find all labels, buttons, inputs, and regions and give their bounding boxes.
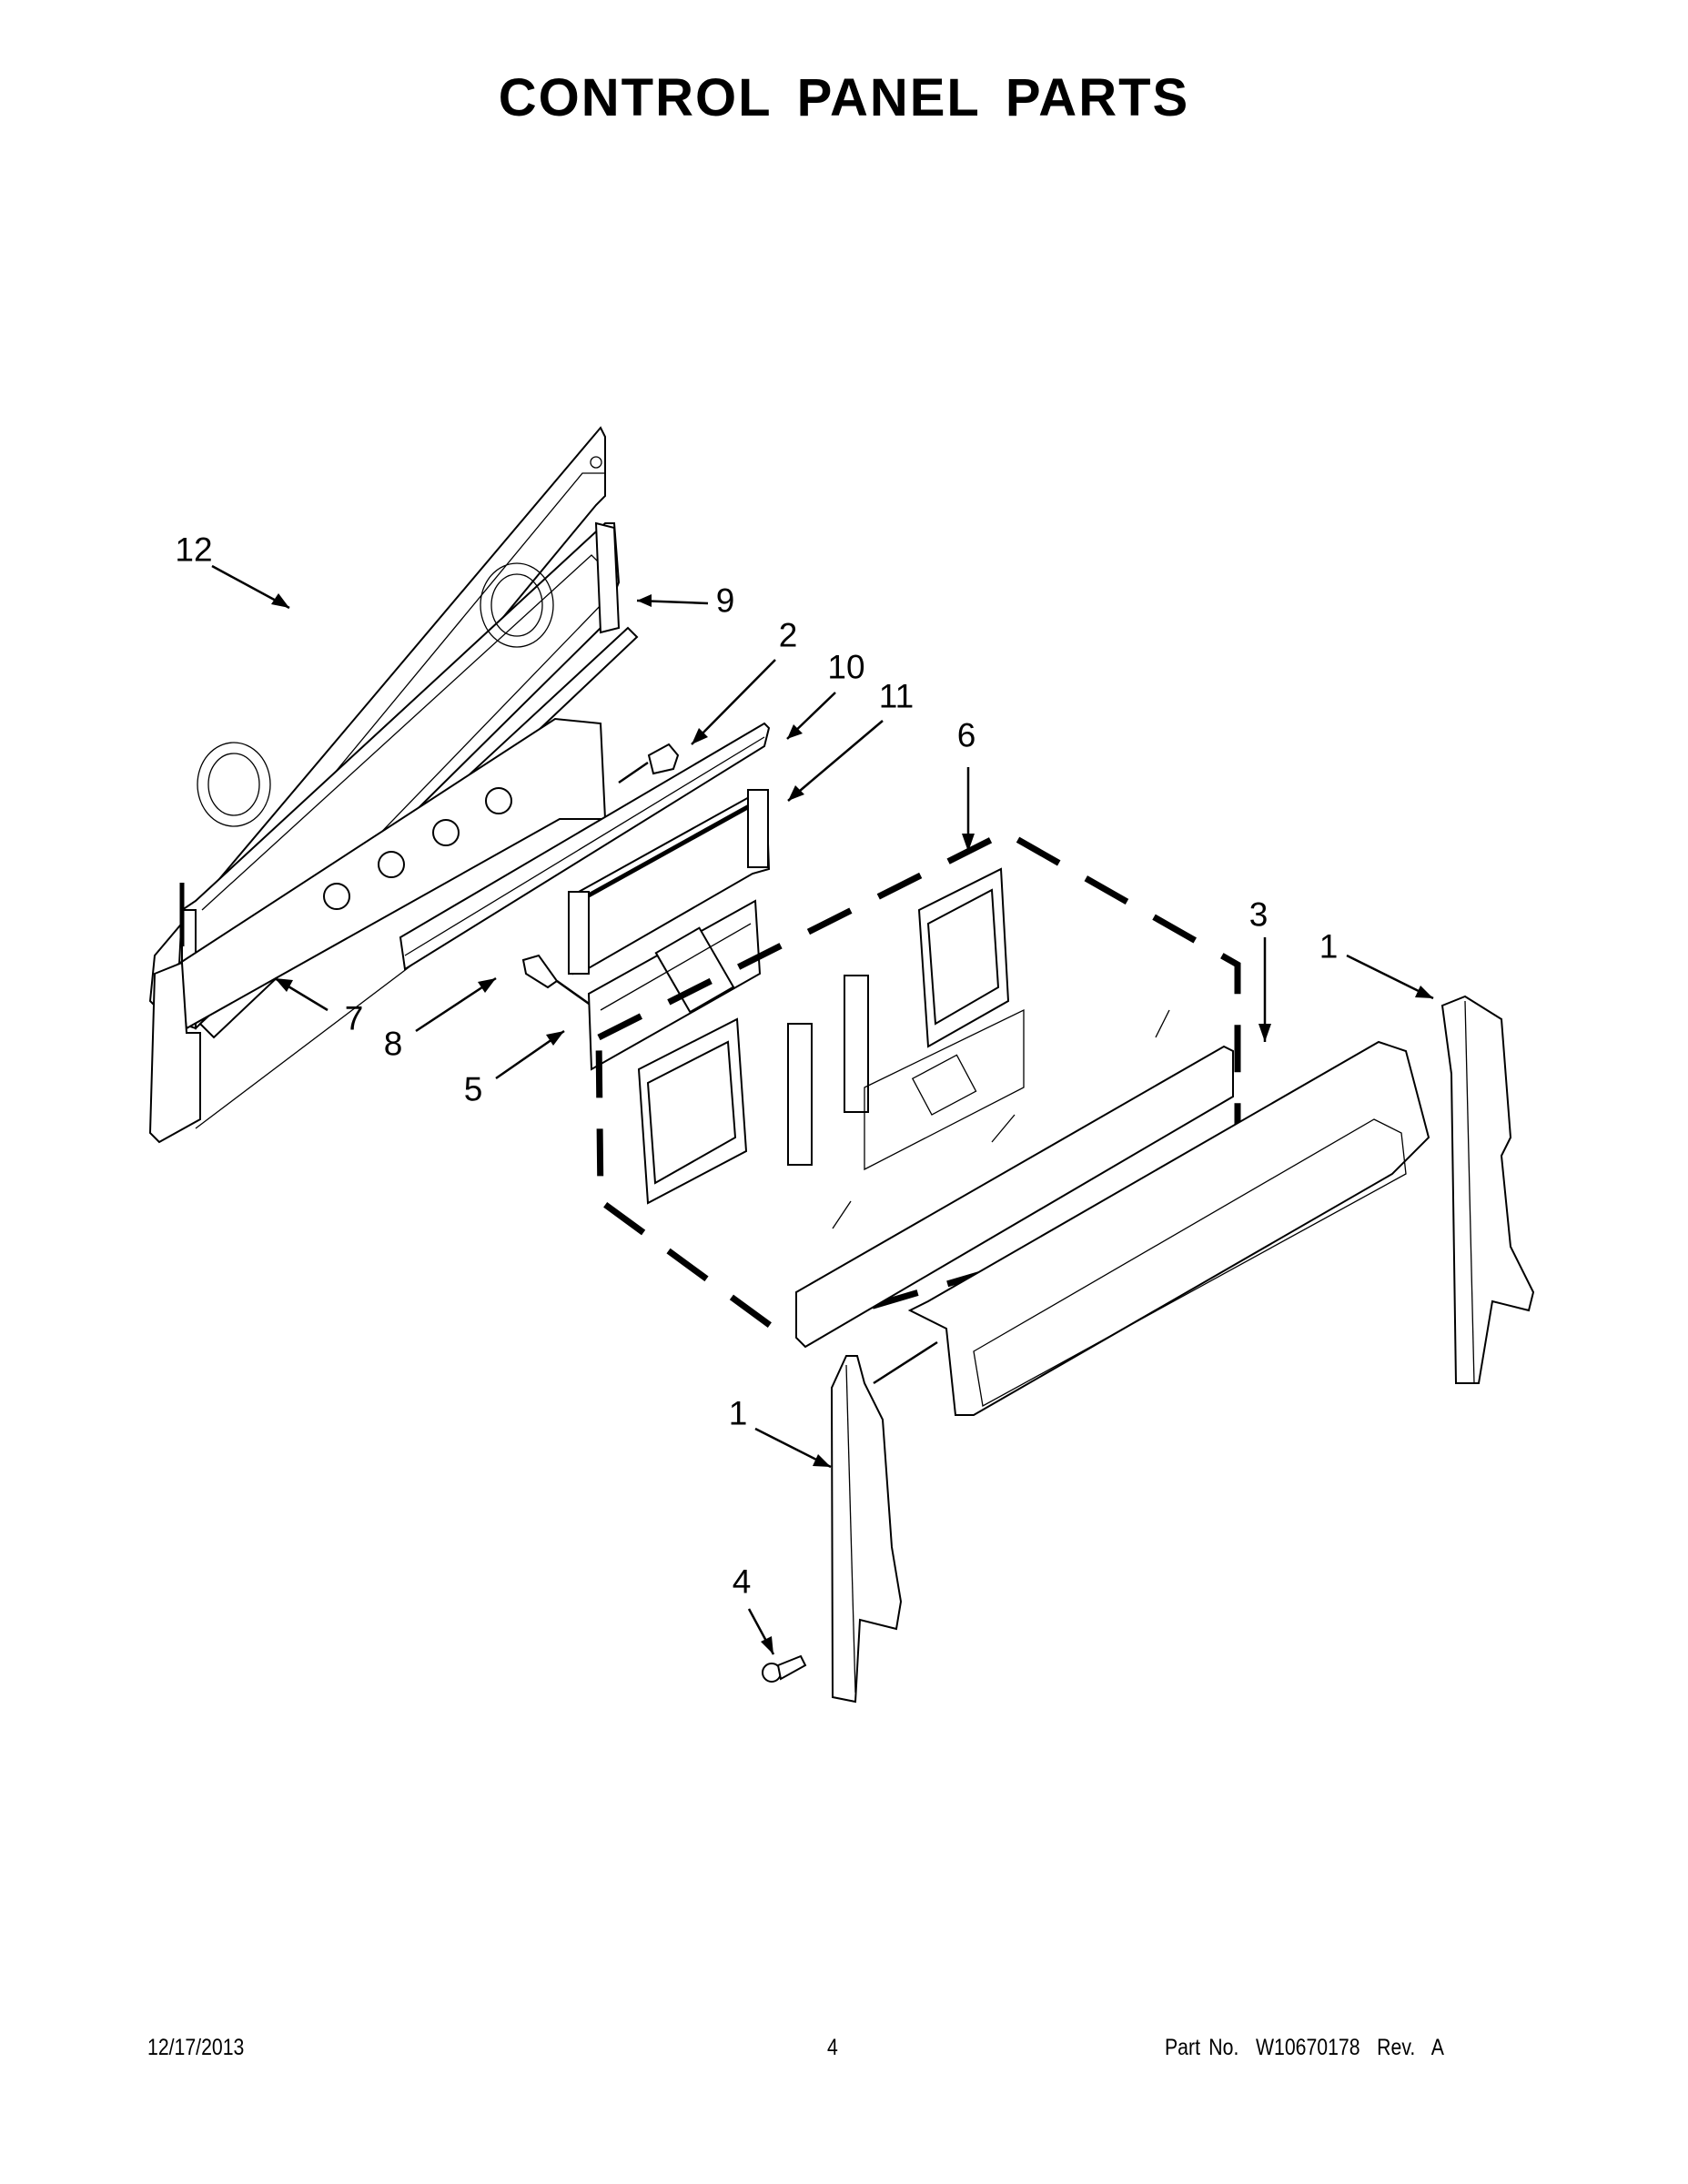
part-5-control-board (587, 899, 762, 1071)
callout-7: 7 (344, 999, 364, 1037)
part-1-side-panel-right (1440, 995, 1535, 1384)
part-1-side-panel-left (830, 1340, 938, 1704)
part-3-end-cap-bezel (907, 1040, 1430, 1416)
part-7-console-bracket (148, 717, 607, 1144)
part-6-bracket-left (637, 1017, 748, 1205)
part-4-screw (762, 1654, 807, 1683)
callout-8: 8 (383, 1025, 403, 1063)
callout-1-left: 1 (728, 1394, 748, 1432)
part-6-overlay-keypad (864, 1008, 1025, 1171)
callout-4: 4 (732, 1562, 752, 1601)
callout-11: 11 (878, 677, 915, 715)
leader-arrows (211, 564, 1434, 1655)
callout-10: 10 (827, 648, 865, 686)
callout-6: 6 (956, 716, 976, 754)
page-title: CONTROL PANEL PARTS (498, 68, 1190, 127)
footer-date: 12/17/2013 (147, 2035, 245, 2060)
part-6-clip-1 (787, 1023, 813, 1166)
footer-part-number: Part No. W10670178 Rev. A (1165, 2035, 1444, 2060)
part-10-rail (399, 722, 771, 971)
part-6-bracket-right (917, 867, 1010, 1048)
footer-page-number: 4 (827, 2035, 838, 2060)
part-11-ribbon-cable (568, 789, 771, 976)
part-2-screw (618, 743, 680, 784)
part-6-glass-panel (795, 1009, 1234, 1349)
callout-9: 9 (715, 581, 735, 620)
part-8-screw (521, 954, 592, 1007)
callout-12: 12 (175, 531, 213, 569)
callout-5: 5 (463, 1070, 483, 1108)
callout-3: 3 (1248, 895, 1269, 934)
callout-2: 2 (778, 616, 798, 654)
callout-1-right: 1 (1319, 927, 1339, 966)
